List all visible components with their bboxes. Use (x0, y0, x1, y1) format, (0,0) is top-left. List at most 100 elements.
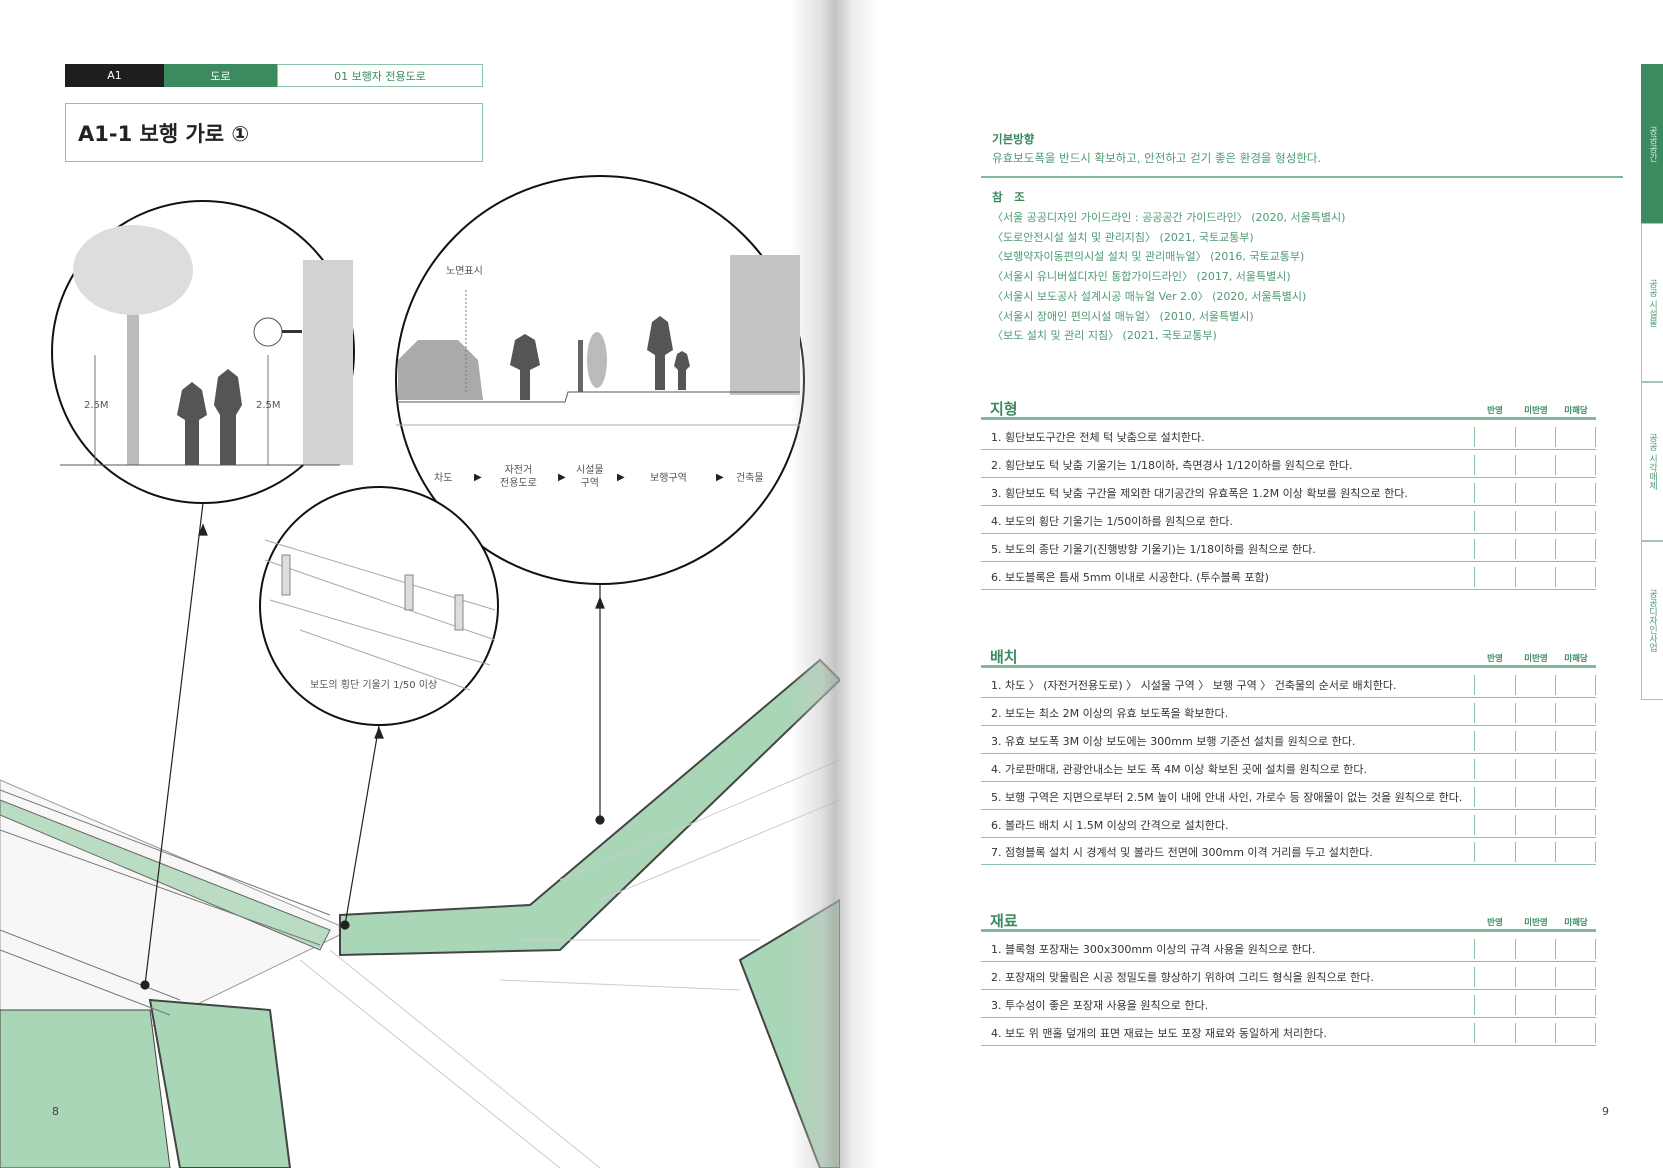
checkbox-applied[interactable] (1475, 938, 1513, 960)
checkbox-applied[interactable] (1475, 786, 1513, 808)
checkbox-not-applicable[interactable] (1556, 566, 1594, 588)
checkbox-not-applied[interactable] (1516, 566, 1554, 588)
reference-item: 〈서울시 유니버설디자인 통합가이드라인〉 (2017, 서울특별시) (992, 270, 1291, 284)
slope-label: 보도의 횡단 기울기 1/50 이상 (310, 680, 438, 691)
checkbox-not-applied[interactable] (1516, 482, 1554, 504)
column-header: 미반영 (1524, 918, 1548, 928)
section-rule (981, 929, 1596, 932)
checklist-row: 4. 보도 위 맨홀 덮개의 표면 재료는 보도 포장 재료와 동일하게 처리한… (981, 1018, 1596, 1046)
checkbox-applied[interactable] (1475, 814, 1513, 836)
zone-roadway: 차도 (434, 473, 453, 484)
checkbox-not-applicable[interactable] (1556, 538, 1594, 560)
side-tab-label: 공공공간 (1647, 125, 1657, 162)
side-tab[interactable]: 공공공간 (1641, 64, 1663, 223)
checkbox-not-applicable[interactable] (1556, 758, 1594, 780)
checkbox-not-applied[interactable] (1516, 538, 1554, 560)
column-header: 반영 (1487, 406, 1503, 416)
checkbox-not-applied[interactable] (1516, 994, 1554, 1016)
checkbox-cell-divider (1555, 814, 1556, 835)
clearance-label-right: 2.5M (256, 400, 281, 411)
checkbox-not-applicable[interactable] (1556, 730, 1594, 752)
checkbox-cell-divider (1515, 939, 1516, 959)
checkbox-not-applied[interactable] (1516, 1022, 1554, 1044)
checkbox-not-applied[interactable] (1516, 814, 1554, 836)
checkbox-not-applied[interactable] (1516, 702, 1554, 724)
checkbox-not-applicable[interactable] (1556, 482, 1594, 504)
checklist-item-text: 3. 투수성이 좋은 포장재 사용을 원칙으로 한다. (991, 998, 1209, 1012)
checkbox-not-applied[interactable] (1516, 426, 1554, 448)
checkbox-not-applicable[interactable] (1556, 786, 1594, 808)
checkbox-cell-divider (1515, 1022, 1516, 1043)
checkbox-not-applicable[interactable] (1556, 994, 1594, 1016)
checkbox-not-applied[interactable] (1516, 510, 1554, 532)
checkbox-not-applicable[interactable] (1556, 938, 1594, 960)
checkbox-cell-divider (1555, 939, 1556, 959)
checklist-item-text: 5. 보행 구역은 지면으로부터 2.5M 높이 내에 안내 사인, 가로수 등… (991, 790, 1463, 804)
checkbox-applied[interactable] (1475, 730, 1513, 752)
checklist-row: 4. 보도의 횡단 기울기는 1/50이하를 원칙으로 한다. (981, 506, 1596, 534)
checklist-item-text: 2. 보도는 최소 2M 이상의 유효 보도폭을 확보한다. (991, 706, 1229, 720)
checkbox-not-applied[interactable] (1516, 674, 1554, 696)
zone-arrow-icon: ▶ (617, 472, 625, 483)
reference-item: 〈도로안전시설 설치 및 관리지침〉 (2021, 국토교통부) (992, 230, 1254, 244)
checkbox-not-applied[interactable] (1516, 841, 1554, 863)
checkbox-cell-divider (1555, 675, 1556, 695)
reference-item: 〈서울시 장애인 편의시설 매뉴얼〉 (2010, 서울특별시) (992, 309, 1254, 323)
header-category-text: 도로 (210, 69, 231, 83)
checkbox-applied[interactable] (1475, 566, 1513, 588)
side-tab[interactable]: 공공 시설물 (1641, 223, 1663, 382)
checkbox-applied[interactable] (1475, 538, 1513, 560)
reference-item: 〈보행약자이동편의시설 설치 및 관리매뉴얼〉 (2016, 국토교통부) (992, 250, 1305, 264)
divider (981, 176, 1623, 178)
side-tab[interactable]: 공공 시각매체 (1641, 382, 1663, 541)
checkbox-applied[interactable] (1475, 454, 1513, 476)
checklist-row: 6. 볼라드 배치 시 1.5M 이상의 간격으로 설치한다. (981, 810, 1596, 838)
section-rule (981, 417, 1596, 420)
checkbox-applied[interactable] (1475, 966, 1513, 988)
checkbox-not-applied[interactable] (1516, 966, 1554, 988)
checkbox-applied[interactable] (1475, 994, 1513, 1016)
checkbox-cell-divider (1474, 730, 1475, 751)
side-tab[interactable]: 공공디자인사업 (1641, 541, 1663, 700)
checkbox-cell-divider (1515, 786, 1516, 807)
checklist-item-text: 4. 보도 위 맨홀 덮개의 표면 재료는 보도 포장 재료와 동일하게 처리한… (991, 1026, 1327, 1040)
checkbox-applied[interactable] (1475, 510, 1513, 532)
checkbox-applied[interactable] (1475, 1022, 1513, 1044)
checkbox-not-applicable[interactable] (1556, 814, 1594, 836)
checkbox-cell-divider (1555, 454, 1556, 475)
checkbox-not-applicable[interactable] (1556, 454, 1594, 476)
checkbox-not-applicable[interactable] (1556, 426, 1594, 448)
checkbox-applied[interactable] (1475, 841, 1513, 863)
checkbox-not-applied[interactable] (1516, 786, 1554, 808)
checkbox-not-applicable[interactable] (1556, 702, 1594, 724)
checkbox-cell-divider (1555, 966, 1556, 987)
checkbox-not-applied[interactable] (1516, 938, 1554, 960)
detail-circle-clearance (51, 200, 355, 504)
checkbox-applied[interactable] (1475, 758, 1513, 780)
checkbox-applied[interactable] (1475, 426, 1513, 448)
checklist-item-text: 1. 블록형 포장재는 300x300mm 이상의 규격 사용을 원칙으로 한다… (991, 943, 1316, 956)
zone-arrow-icon: ▶ (474, 472, 482, 483)
column-header: 반영 (1487, 918, 1503, 928)
checkbox-not-applicable[interactable] (1556, 841, 1594, 863)
checkbox-not-applied[interactable] (1516, 730, 1554, 752)
checkbox-not-applied[interactable] (1516, 454, 1554, 476)
checkbox-cell-divider (1555, 730, 1556, 751)
checklist-item-text: 6. 볼라드 배치 시 1.5M 이상의 간격으로 설치한다. (991, 818, 1229, 832)
section-heading: 재료 (990, 912, 1018, 930)
checkbox-not-applicable[interactable] (1556, 510, 1594, 532)
checkbox-cell-divider (1555, 1022, 1556, 1043)
checklist-row: 5. 보도의 종단 기울기(진행방향 기울기)는 1/18이하를 원칙으로 한다… (981, 534, 1596, 562)
checkbox-cell-divider (1595, 994, 1596, 1015)
checkbox-cell-divider (1595, 538, 1596, 559)
checkbox-not-applicable[interactable] (1556, 1022, 1594, 1044)
checkbox-not-applicable[interactable] (1556, 674, 1594, 696)
checkbox-applied[interactable] (1475, 482, 1513, 504)
column-header: 미반영 (1524, 406, 1548, 416)
checkbox-not-applied[interactable] (1516, 758, 1554, 780)
checkbox-cell-divider (1474, 966, 1475, 987)
checkbox-applied[interactable] (1475, 702, 1513, 724)
checkbox-applied[interactable] (1475, 674, 1513, 696)
checkbox-not-applicable[interactable] (1556, 966, 1594, 988)
side-tab-label: 공공 시설물 (1647, 278, 1657, 327)
